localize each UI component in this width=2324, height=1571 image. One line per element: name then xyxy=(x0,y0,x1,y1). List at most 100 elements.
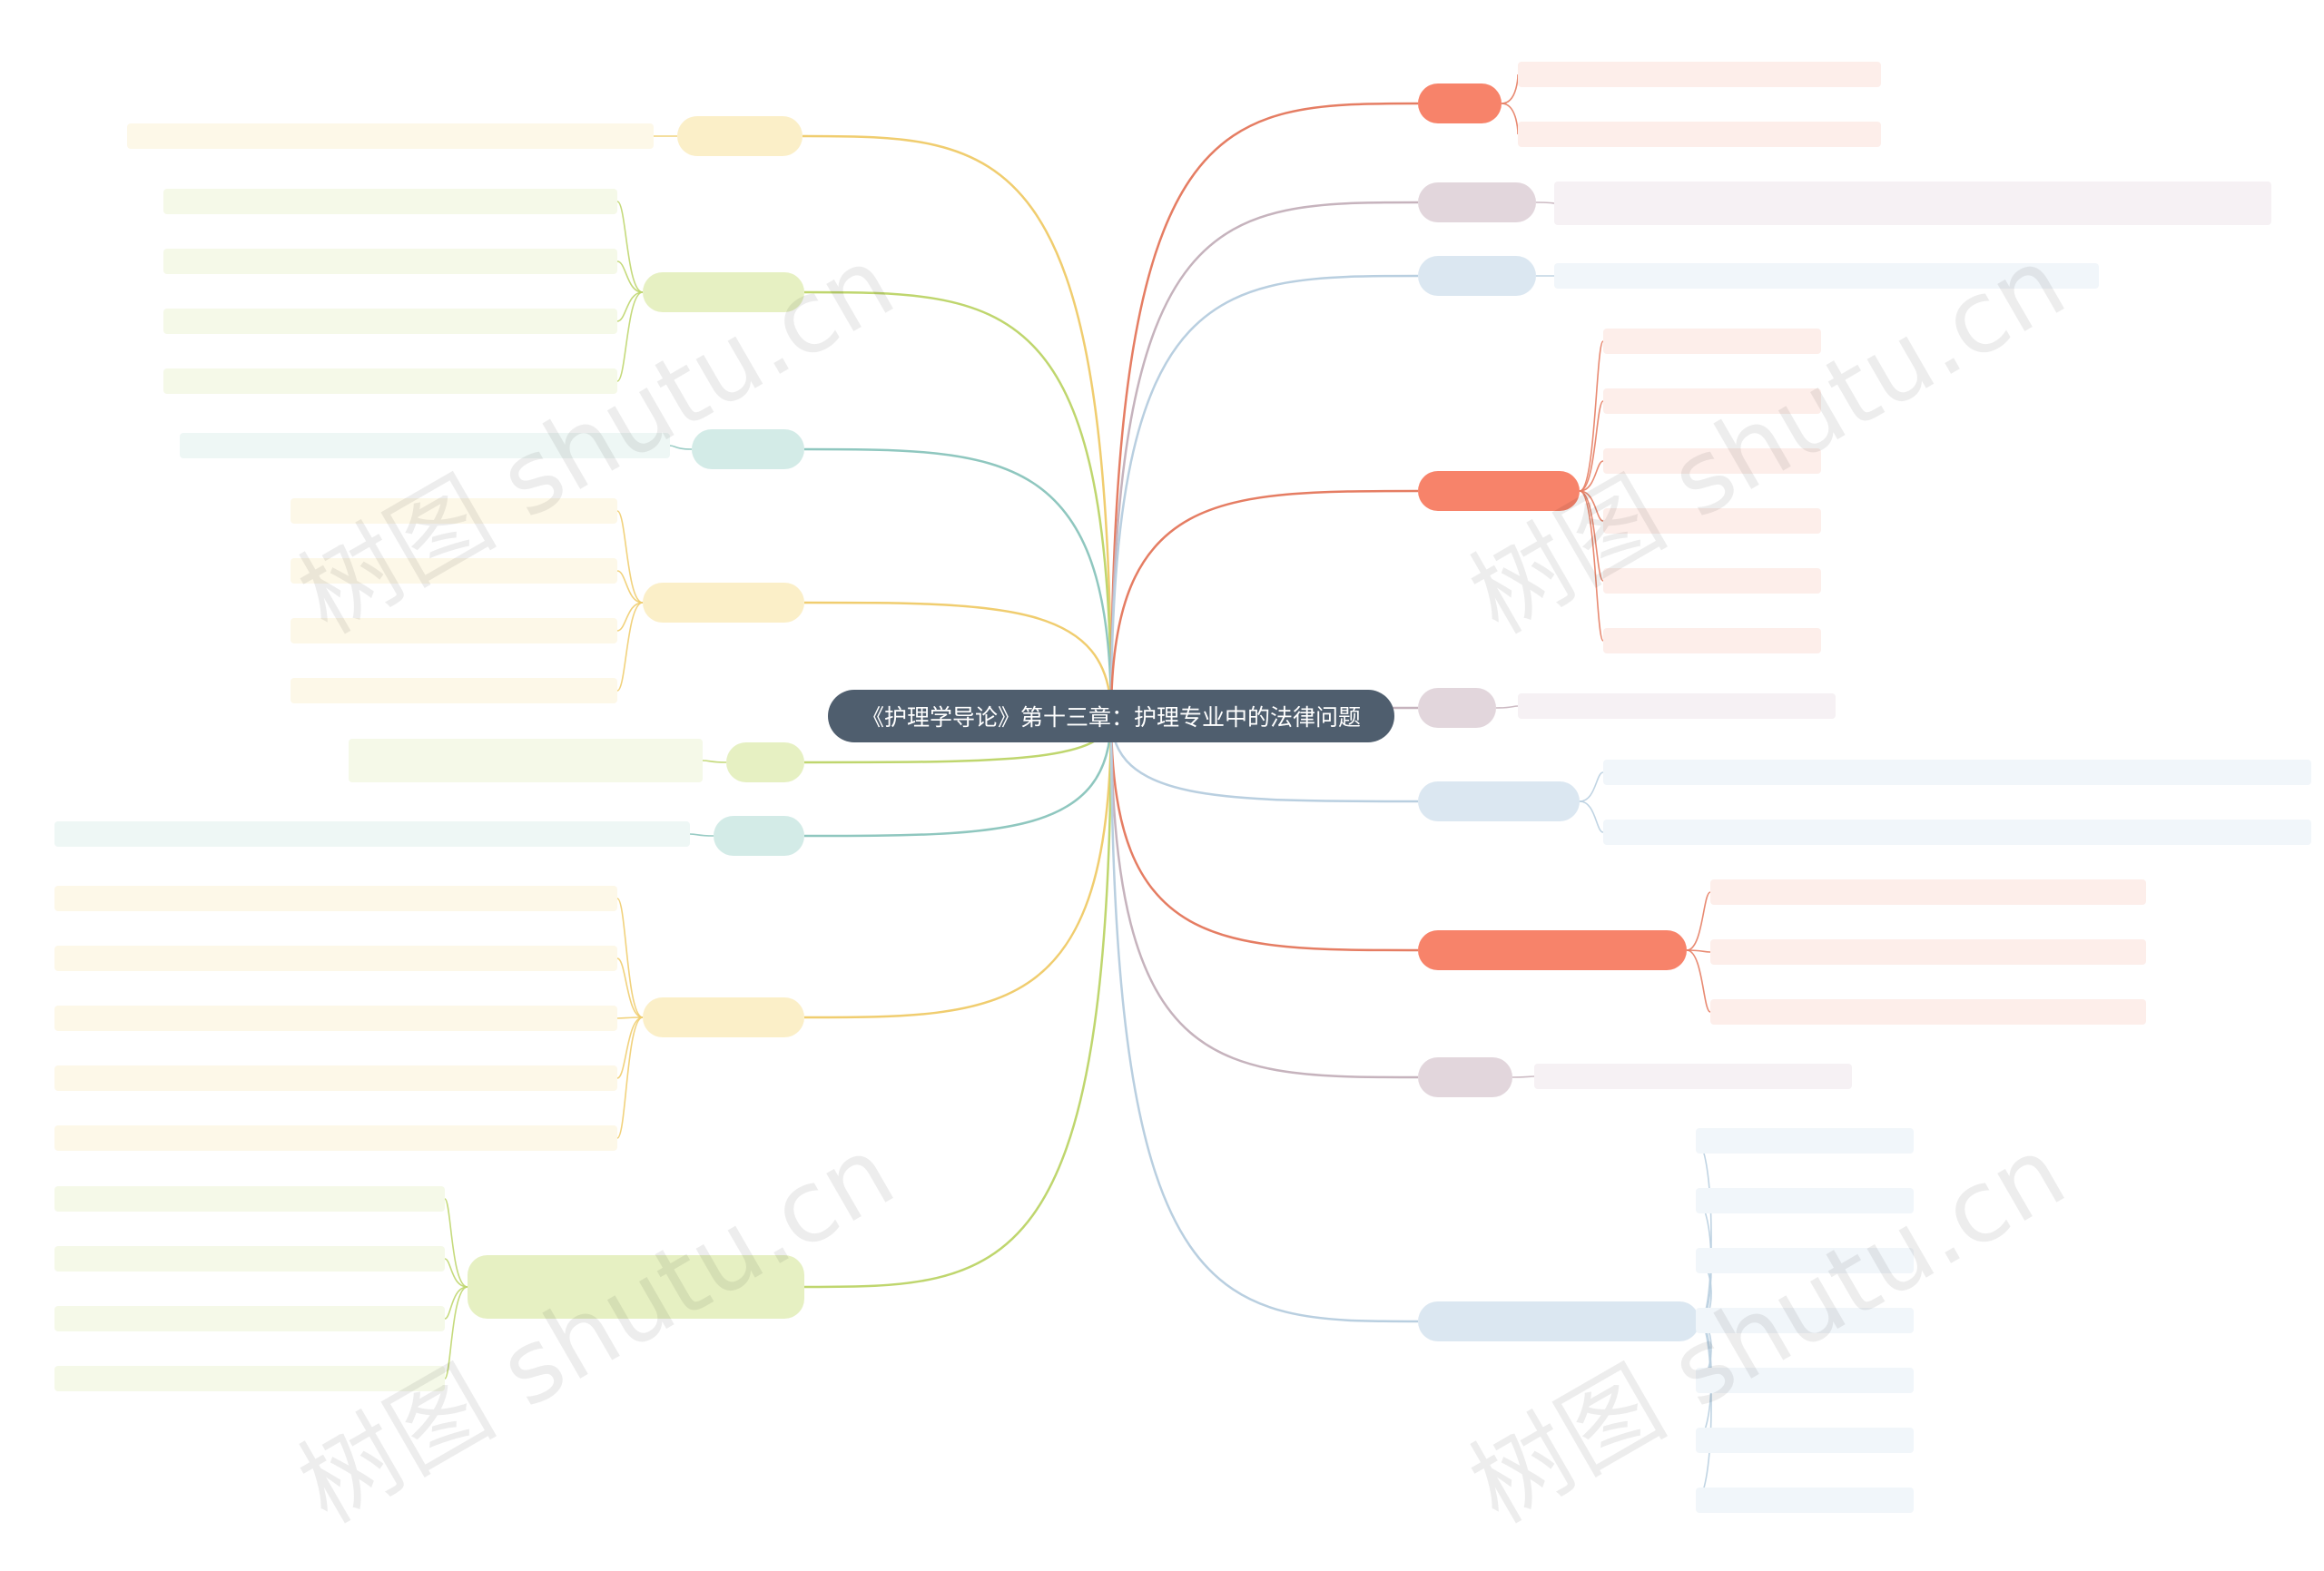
leaf-l1-3[interactable] xyxy=(163,368,617,394)
branch-l3[interactable] xyxy=(643,583,804,623)
branch-l6[interactable] xyxy=(643,997,804,1037)
leaf-l1-0[interactable] xyxy=(163,189,617,214)
leaf-r8-1[interactable] xyxy=(1696,1188,1914,1213)
leaf-l6-3[interactable] xyxy=(54,1065,617,1091)
connector-l6-1 xyxy=(616,957,644,1018)
leaf-r0-1[interactable] xyxy=(1518,122,1881,147)
leaf-l6-4[interactable] xyxy=(54,1125,617,1151)
connector-center-r1 xyxy=(1109,201,1419,717)
branch-r3[interactable] xyxy=(1418,471,1580,511)
connector-r6-2 xyxy=(1686,949,1711,1013)
connector-center-l0 xyxy=(802,134,1113,717)
branch-l1[interactable] xyxy=(643,272,804,312)
connector-l3-3 xyxy=(616,602,644,692)
leaf-l6-1[interactable] xyxy=(54,946,617,971)
leaf-r0-0[interactable] xyxy=(1518,62,1881,87)
leaf-l7-2[interactable] xyxy=(54,1306,445,1331)
leaf-r3-2[interactable] xyxy=(1603,448,1821,474)
branch-l7[interactable] xyxy=(468,1255,804,1319)
leaf-r3-3[interactable] xyxy=(1603,508,1821,534)
leaf-r5-0[interactable] xyxy=(1603,760,2311,785)
branch-l0[interactable] xyxy=(677,116,803,156)
leaf-r8-5[interactable] xyxy=(1696,1428,1914,1453)
branch-l2[interactable] xyxy=(692,429,804,469)
branch-r0[interactable] xyxy=(1418,83,1502,123)
branch-r2[interactable] xyxy=(1418,256,1536,296)
leaf-r8-3[interactable] xyxy=(1696,1308,1914,1333)
leaf-l2-0[interactable] xyxy=(180,433,670,458)
leaf-r6-0[interactable] xyxy=(1710,879,2146,905)
connector-r3-1 xyxy=(1579,400,1604,492)
leaf-l6-0[interactable] xyxy=(54,886,617,911)
leaf-r8-4[interactable] xyxy=(1696,1368,1914,1393)
connector-l3-1 xyxy=(616,570,644,604)
connector-center-l7 xyxy=(803,715,1113,1289)
leaf-l1-2[interactable] xyxy=(163,309,617,334)
branch-r6[interactable] xyxy=(1418,930,1687,970)
branch-l5[interactable] xyxy=(714,816,804,856)
leaf-l7-1[interactable] xyxy=(54,1246,445,1272)
branch-r7[interactable] xyxy=(1418,1057,1512,1097)
leaf-l5-0[interactable] xyxy=(54,821,690,847)
connector-l1-1 xyxy=(616,260,644,293)
connector-l6-0 xyxy=(616,898,644,1018)
connector-l6-3 xyxy=(616,1016,644,1079)
leaf-l6-2[interactable] xyxy=(54,1006,617,1031)
leaf-l3-1[interactable] xyxy=(290,558,617,584)
connector-center-r3 xyxy=(1109,489,1419,717)
connector-center-r0 xyxy=(1109,102,1419,717)
branch-r4[interactable] xyxy=(1418,688,1496,728)
leaf-r4-0[interactable] xyxy=(1518,693,1836,719)
connector-l7-1 xyxy=(444,1258,468,1288)
leaf-r8-2[interactable] xyxy=(1696,1248,1914,1273)
leaf-r3-0[interactable] xyxy=(1603,329,1821,354)
connector-r7-0 xyxy=(1512,1075,1535,1078)
leaf-l0-0[interactable] xyxy=(127,123,654,149)
leaf-l1-1[interactable] xyxy=(163,249,617,274)
leaf-r3-1[interactable] xyxy=(1603,388,1821,414)
leaf-r7-0[interactable] xyxy=(1534,1064,1852,1089)
connector-l7-3 xyxy=(444,1286,468,1380)
connector-l3-0 xyxy=(616,510,644,604)
central-topic[interactable]: 《护理学导论》第十三章：护理专业中的法律问题 xyxy=(828,690,1394,742)
connector-l2-0 xyxy=(669,445,693,450)
leaf-r1-0[interactable] xyxy=(1554,182,2271,225)
leaf-l3-0[interactable] xyxy=(290,498,617,524)
leaf-l3-2[interactable] xyxy=(290,618,617,643)
branch-r8[interactable] xyxy=(1418,1301,1699,1341)
leaf-r5-1[interactable] xyxy=(1603,820,2311,845)
connector-l1-3 xyxy=(616,291,644,382)
leaf-l3-3[interactable] xyxy=(290,678,617,703)
leaf-r8-6[interactable] xyxy=(1696,1488,1914,1513)
leaf-r8-0[interactable] xyxy=(1696,1128,1914,1154)
connector-l7-2 xyxy=(444,1286,468,1320)
leaf-r2-0[interactable] xyxy=(1554,263,2099,289)
branch-r5[interactable] xyxy=(1418,781,1580,821)
connector-center-l2 xyxy=(803,447,1113,717)
connector-center-r7 xyxy=(1109,715,1419,1079)
connector-center-l6 xyxy=(803,715,1113,1019)
connector-center-r8 xyxy=(1109,715,1419,1323)
branch-r1[interactable] xyxy=(1418,182,1536,222)
connector-center-l3 xyxy=(803,601,1113,717)
connector-center-l1 xyxy=(803,290,1113,717)
connector-center-r2 xyxy=(1109,274,1419,717)
leaf-r3-5[interactable] xyxy=(1603,628,1821,653)
leaf-r3-4[interactable] xyxy=(1603,568,1821,594)
connector-center-l5 xyxy=(803,715,1113,838)
connector-r0-1 xyxy=(1501,103,1519,135)
connector-r3-4 xyxy=(1579,490,1604,582)
leaf-r6-1[interactable] xyxy=(1710,939,2146,965)
connector-r3-0 xyxy=(1579,340,1604,492)
leaf-r6-2[interactable] xyxy=(1710,999,2146,1025)
connector-r5-1 xyxy=(1579,800,1604,833)
branch-l4[interactable] xyxy=(726,742,804,782)
connector-center-r6 xyxy=(1109,715,1419,952)
connector-l7-0 xyxy=(444,1198,468,1288)
connector-r0-0 xyxy=(1501,74,1519,104)
leaf-l4-0[interactable] xyxy=(349,739,703,782)
leaf-l7-0[interactable] xyxy=(54,1186,445,1212)
leaf-l7-3[interactable] xyxy=(54,1366,445,1391)
